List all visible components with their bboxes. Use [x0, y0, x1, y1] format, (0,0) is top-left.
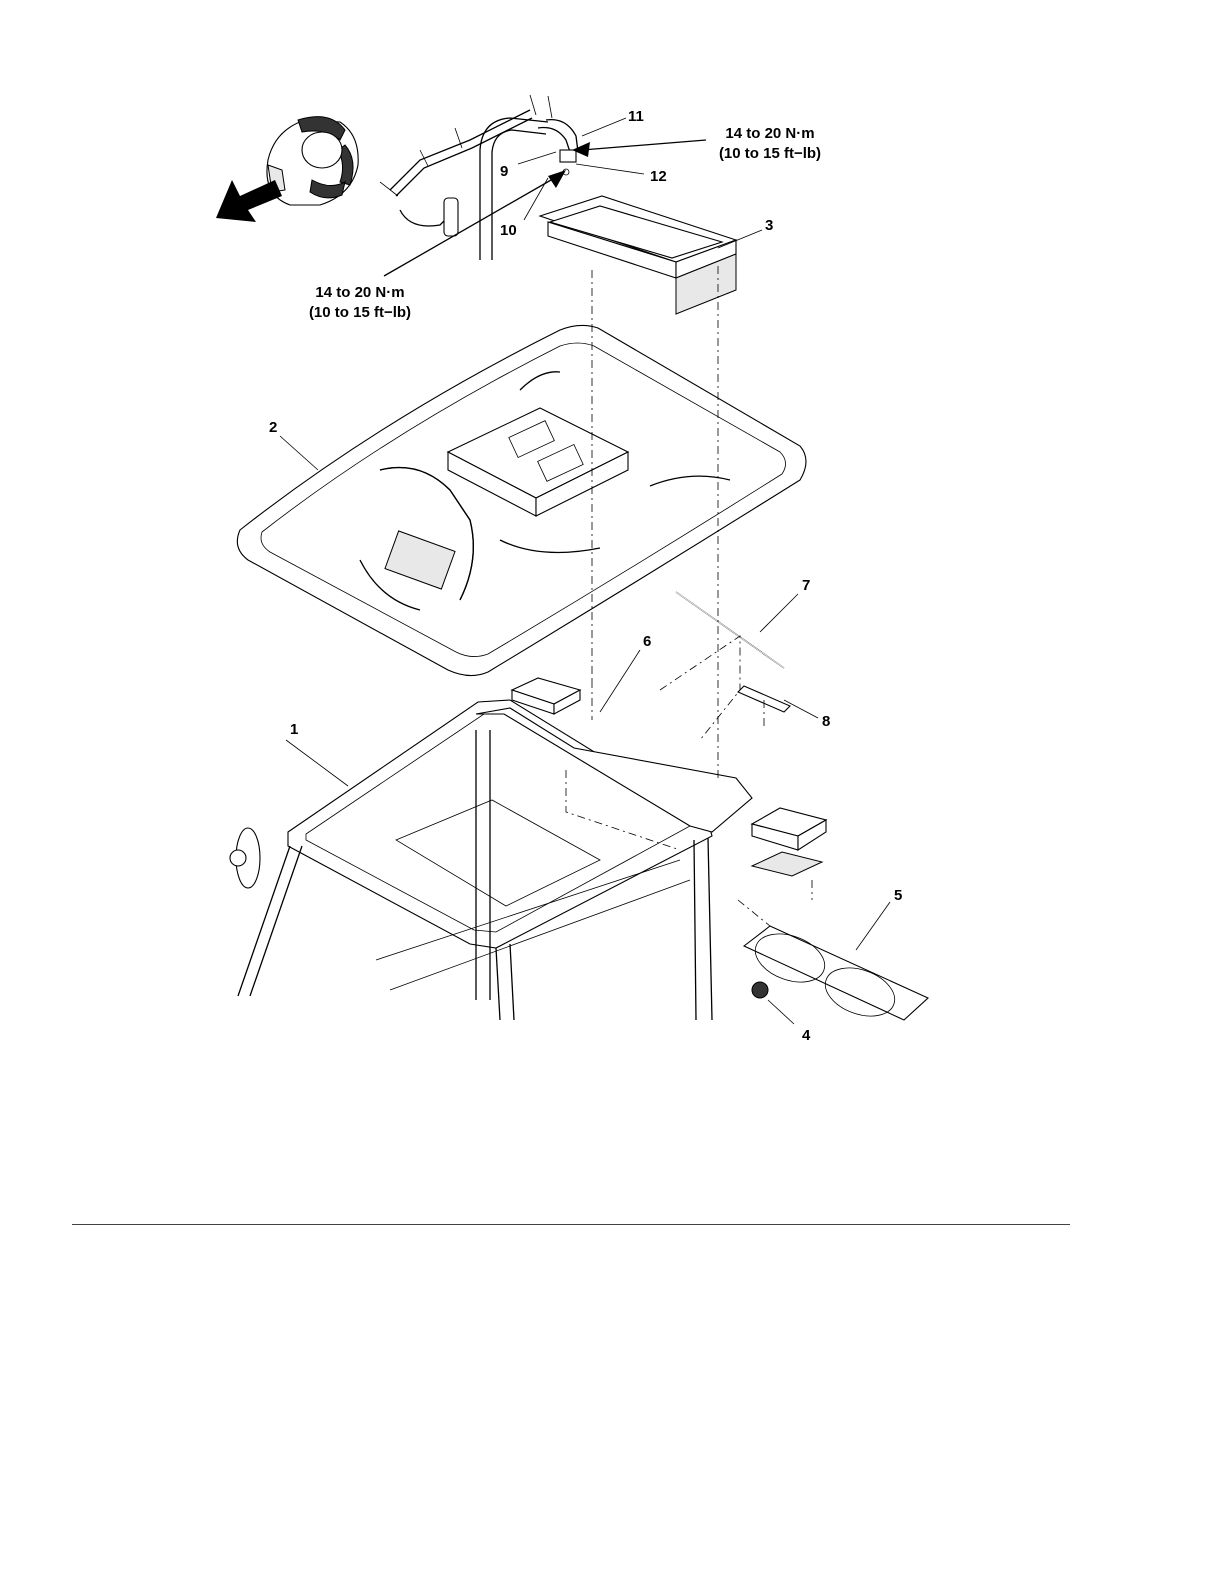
machine-front-direction-icon [216, 117, 358, 222]
cab-frame [230, 700, 752, 1020]
callout-10: 10 [500, 222, 517, 239]
torque-lower-imperial: (10 to 15 ft−lb) [309, 304, 411, 321]
callout-7: 7 [802, 577, 810, 594]
filter-cover-plate [744, 925, 928, 1025]
callout-5: 5 [894, 887, 902, 904]
page-divider-rule [72, 1224, 1070, 1225]
callout-6: 6 [643, 633, 651, 650]
callout-9: 9 [500, 163, 508, 180]
torque-upper-metric: 14 to 20 N·m [725, 125, 814, 142]
callout-2: 2 [269, 419, 277, 436]
callout-11: 11 [628, 108, 644, 125]
evaporator-housing [540, 196, 736, 314]
seal-strip [676, 592, 784, 668]
callout-12: 12 [650, 168, 667, 185]
callout-4: 4 [802, 1027, 811, 1044]
torque-lower-metric: 14 to 20 N·m [315, 284, 404, 301]
callout-1: 1 [290, 721, 298, 738]
mounting-bracket [738, 686, 790, 712]
callout-8: 8 [822, 713, 830, 730]
torque-upper-imperial: (10 to 15 ft−lb) [719, 145, 821, 162]
callout-3: 3 [765, 217, 773, 234]
fresh-air-filter [752, 808, 826, 876]
